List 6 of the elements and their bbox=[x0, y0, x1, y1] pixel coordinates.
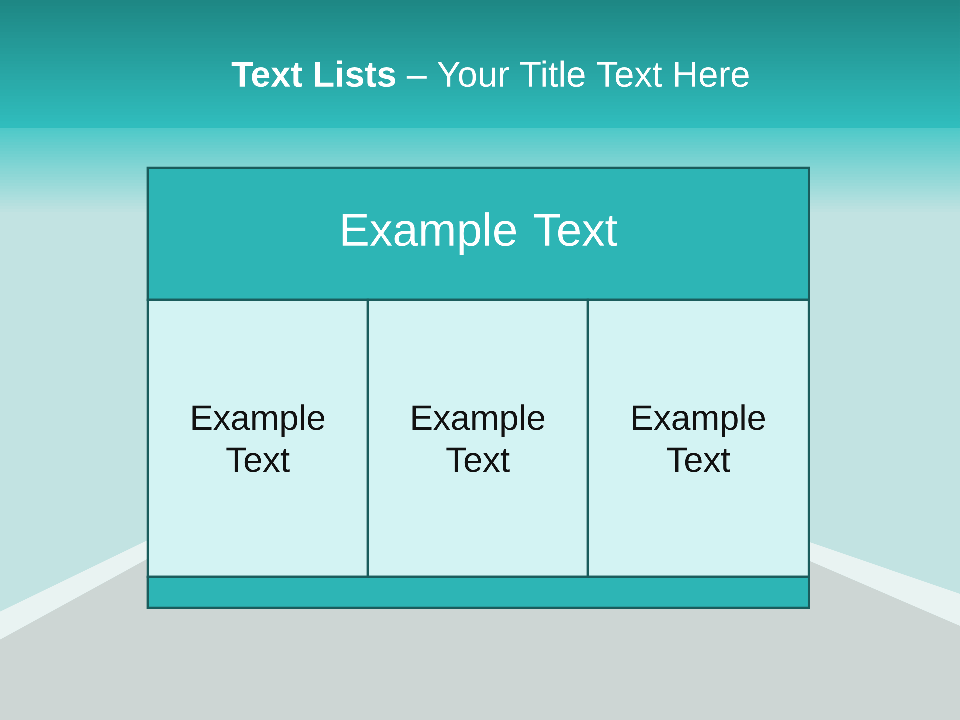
table-cell: Example Text bbox=[146, 298, 370, 578]
header-band: Example Text bbox=[146, 166, 810, 302]
footer-bar bbox=[146, 576, 810, 610]
table-cell: Example Text bbox=[366, 298, 590, 578]
slide-title: Text Lists – Your Title Text Here bbox=[232, 60, 749, 88]
table-cell: Example Text bbox=[586, 298, 810, 578]
